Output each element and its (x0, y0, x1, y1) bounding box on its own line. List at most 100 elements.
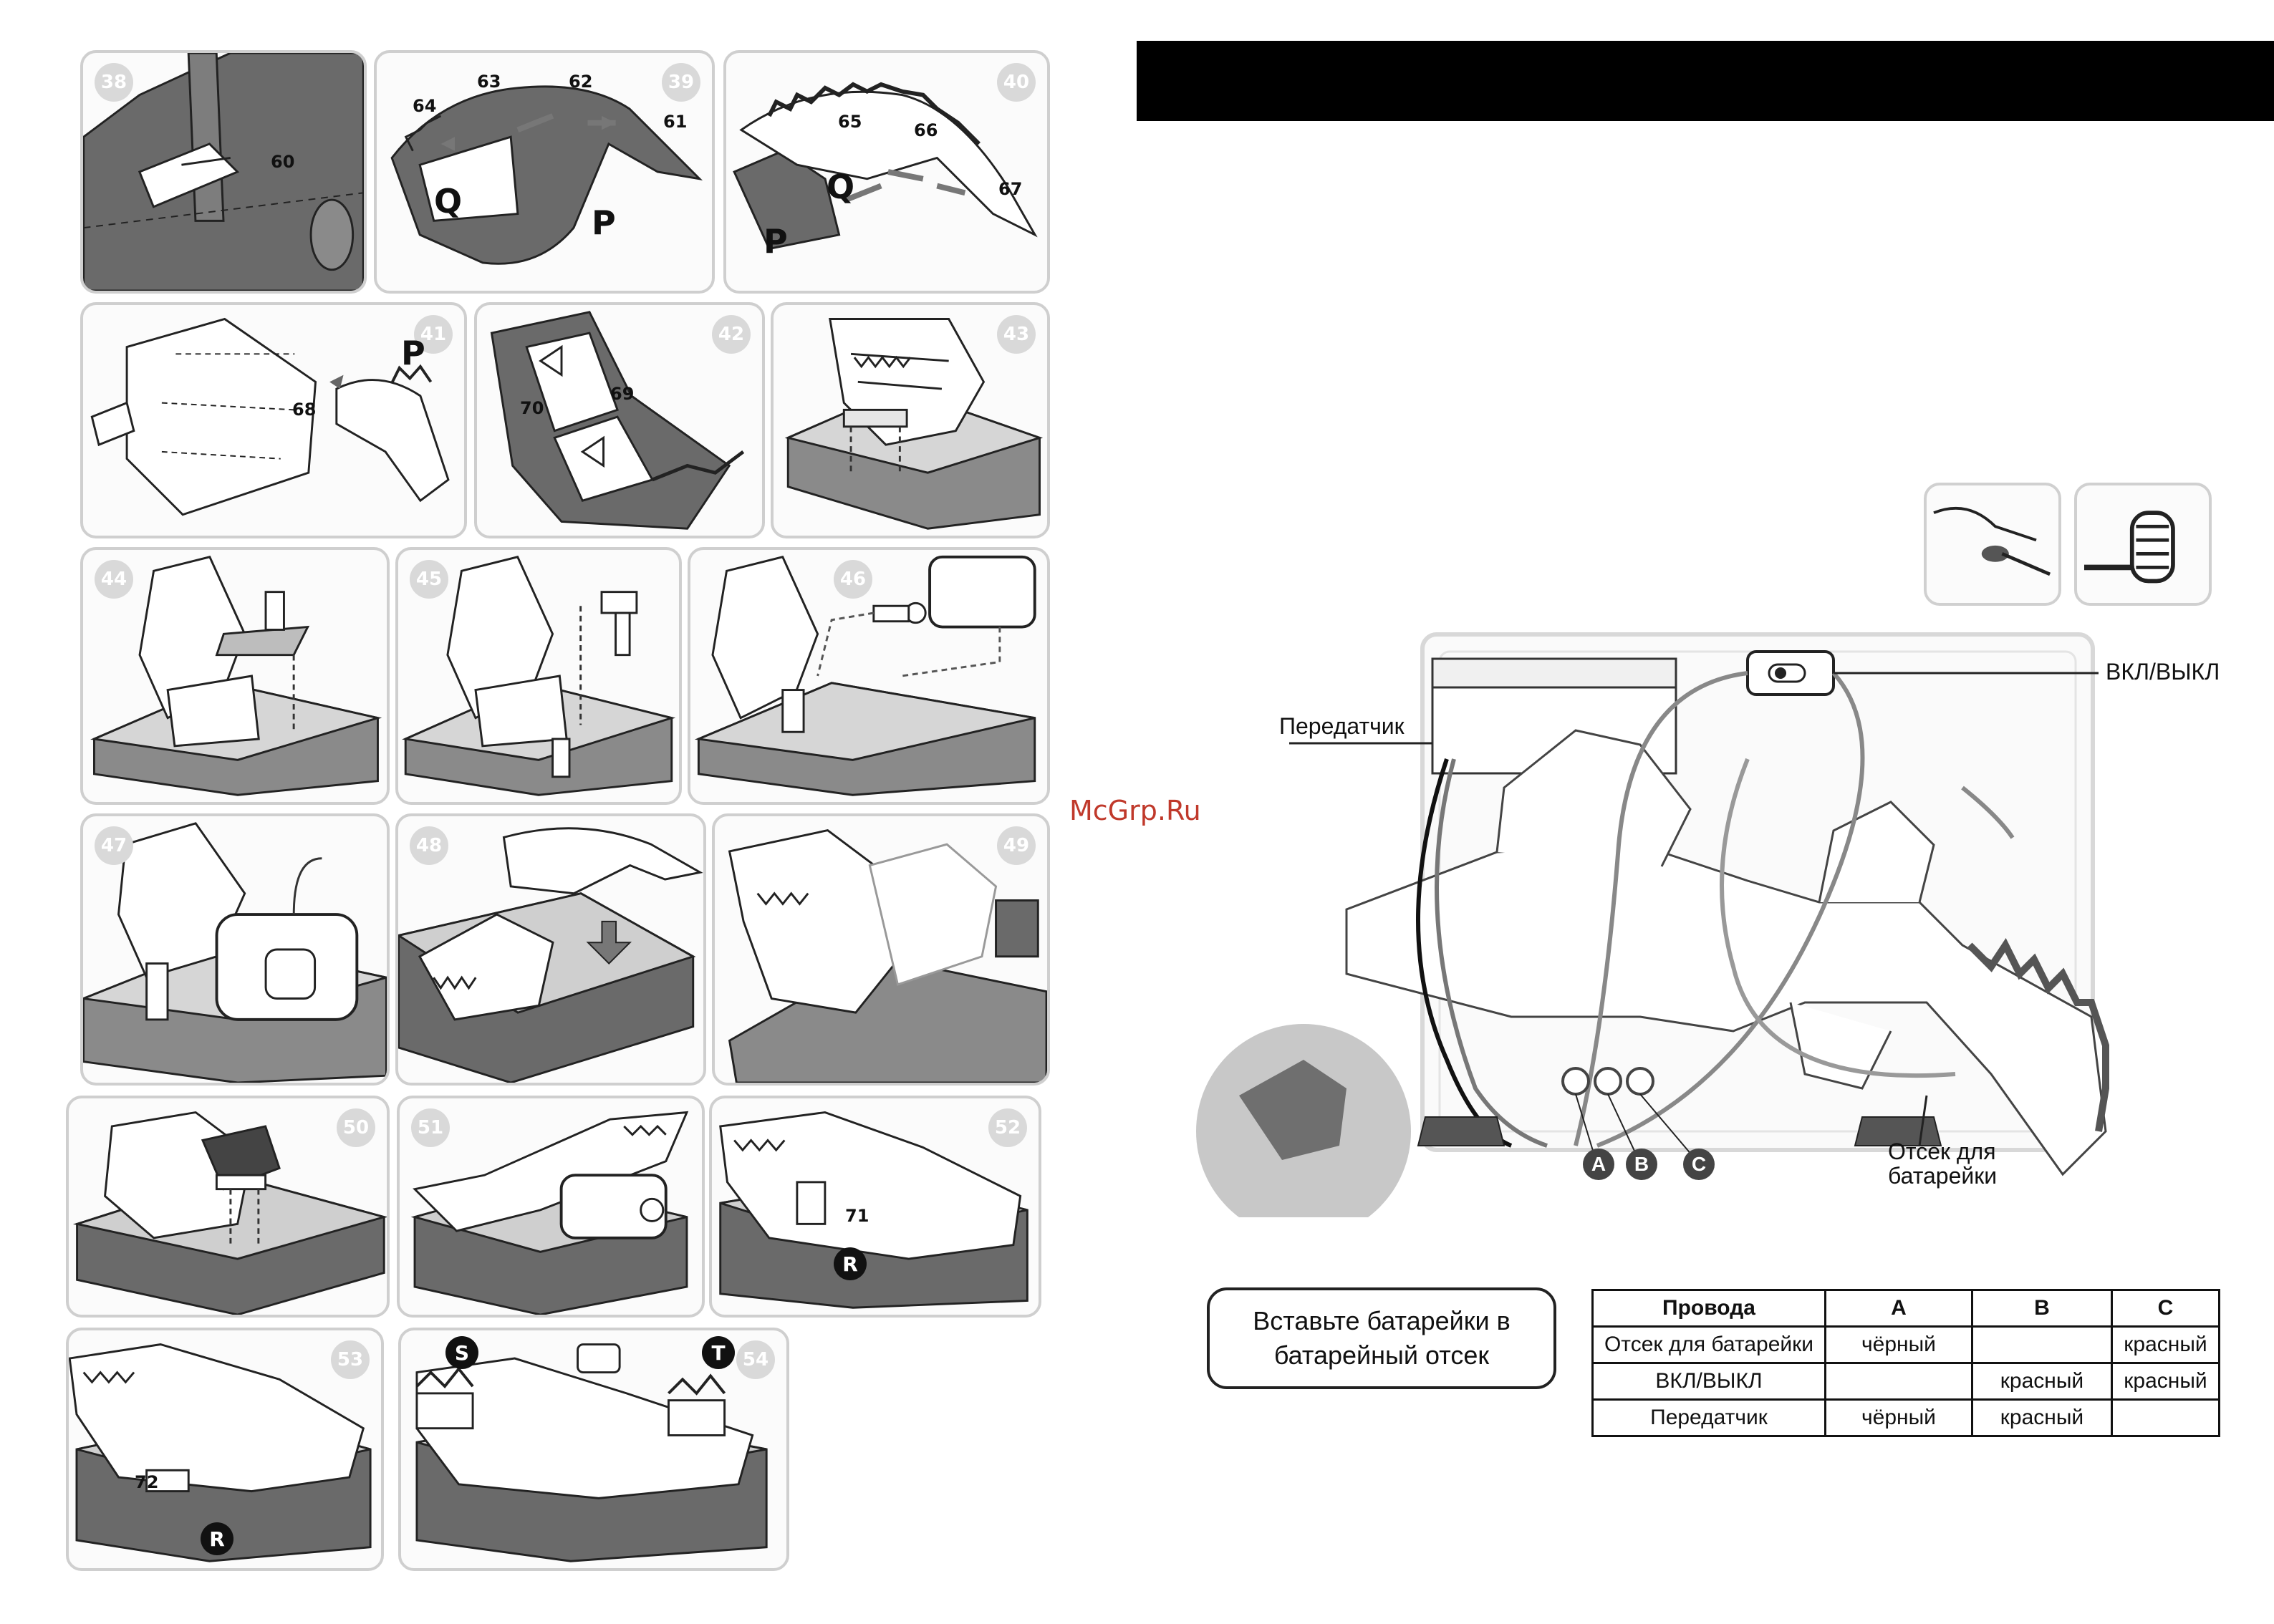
table-cell (1971, 1325, 2113, 1364)
battery-compartment-label-line1: Отсек для (1888, 1139, 1996, 1164)
step-40-panel: 40 65 66 67 Q P (723, 50, 1050, 294)
part-letter-r: R (201, 1522, 233, 1555)
step-51-illustration (410, 1111, 689, 1315)
table-cell: чёрный (1824, 1398, 1973, 1437)
step-54-panel: 54 S T (398, 1328, 789, 1571)
part-letter-q: Q (434, 182, 463, 221)
step-number: 51 (411, 1108, 450, 1147)
part-label: 63 (477, 72, 501, 92)
table-row: ВКЛ/ВЫКЛ красный красный (1591, 1362, 2220, 1401)
step-49-panel: 49 (712, 813, 1050, 1086)
part-label: 69 (610, 384, 635, 404)
switch-label: ВКЛ/ВЫКЛ (2106, 659, 2220, 685)
part-letter-r: R (834, 1247, 867, 1280)
step-number: 45 (410, 560, 448, 599)
step-52-panel: 52 71 R (709, 1096, 1041, 1318)
table-cell: Отсек для батарейки (1591, 1325, 1826, 1364)
table-row: Отсек для батарейки чёрный красный (1591, 1325, 2220, 1364)
step-number: 47 (95, 826, 133, 865)
step-40-illustration (733, 82, 1038, 251)
step-46-illustration (694, 555, 1036, 796)
step-45-illustration (402, 556, 676, 796)
table-cell: ВКЛ/ВЫКЛ (1591, 1362, 1826, 1401)
step-number: 41 (414, 315, 453, 354)
table-header: C (2111, 1289, 2220, 1328)
table-cell (2111, 1398, 2220, 1437)
terminal-c-badge: C (1683, 1149, 1715, 1180)
step-number: 42 (712, 315, 751, 354)
page-header-bar (1137, 41, 2274, 121)
part-label: 64 (413, 96, 437, 116)
table-header: B (1971, 1289, 2113, 1328)
step-48-panel: 48 (395, 813, 706, 1086)
part-label: 72 (135, 1472, 159, 1492)
part-letter-s: S (445, 1336, 478, 1369)
step-41-illustration (90, 317, 450, 516)
table-cell: красный (1971, 1398, 2113, 1437)
wire-coil-illustration (2084, 511, 2175, 584)
part-label: 67 (998, 179, 1023, 199)
step-48-illustration (398, 827, 703, 1083)
part-letter-p: P (763, 222, 788, 261)
table-cell: Передатчик (1591, 1398, 1826, 1437)
step-49-illustration (728, 829, 1047, 1083)
table-header: Провода (1591, 1289, 1826, 1328)
step-number: 53 (331, 1340, 370, 1379)
part-letter-p: P (592, 203, 616, 242)
step-45-panel: 45 (395, 547, 682, 805)
wire-connection-table: Провода A B C Отсек для батарейки чёрный… (1591, 1289, 2220, 1437)
part-letter-p: P (401, 334, 425, 372)
wiring-diagram (1196, 632, 2109, 1217)
step-47-illustration (83, 822, 387, 1083)
terminal-a-badge: A (1583, 1149, 1614, 1180)
part-label: 60 (271, 152, 295, 172)
step-38-illustration (83, 53, 364, 291)
step-53-panel: 53 72 R (66, 1328, 384, 1571)
step-42-panel: 42 70 69 (474, 302, 765, 538)
part-label: 65 (838, 112, 862, 132)
transmitter-label: Передатчик (1279, 713, 1405, 739)
step-51-panel: 51 (397, 1096, 705, 1318)
part-label: 70 (520, 398, 544, 418)
step-number: 46 (834, 560, 872, 599)
step-number: 54 (736, 1340, 775, 1379)
part-label: 62 (569, 72, 593, 92)
step-number: 43 (997, 315, 1036, 354)
step-43-illustration (784, 318, 1044, 530)
wire-strip-inset (1924, 483, 2061, 606)
step-50-panel: 50 (66, 1096, 390, 1318)
part-label: 66 (914, 120, 938, 140)
step-number: 38 (95, 63, 133, 102)
step-number: 52 (988, 1108, 1027, 1147)
step-54-illustration (415, 1343, 768, 1562)
battery-compartment-label-line2: батарейки (1888, 1163, 1998, 1189)
step-number: 49 (997, 826, 1036, 865)
table-cell (1824, 1362, 1973, 1401)
wire-coil-inset (2074, 483, 2212, 606)
step-39-panel: 39 64 63 62 61 Q P (374, 50, 715, 294)
part-label: 68 (292, 400, 317, 420)
step-50-illustration (72, 1111, 387, 1315)
step-number: 50 (337, 1108, 375, 1147)
part-label: 61 (663, 112, 688, 132)
step-44-illustration (90, 556, 382, 796)
step-42-illustration (490, 311, 745, 530)
part-letter-q: Q (827, 168, 855, 206)
step-number: 40 (997, 63, 1036, 102)
part-label: 71 (845, 1206, 869, 1226)
step-47-panel: 47 (80, 813, 390, 1086)
step-53-illustration (69, 1343, 372, 1562)
part-letter-t: T (702, 1336, 735, 1369)
step-43-panel: 43 (771, 302, 1050, 538)
step-number: 44 (95, 560, 133, 599)
table-cell: чёрный (1824, 1325, 1973, 1364)
table-header-row: Провода A B C (1591, 1289, 2220, 1328)
table-header: A (1824, 1289, 1973, 1328)
step-46-panel: 46 (688, 547, 1050, 805)
step-39-illustration (390, 85, 703, 265)
table-cell: красный (1971, 1362, 2113, 1401)
table-cell: красный (2111, 1362, 2220, 1401)
step-number: 39 (662, 63, 700, 102)
step-44-panel: 44 (80, 547, 390, 805)
watermark-text: McGrp.Ru (1069, 795, 1201, 826)
